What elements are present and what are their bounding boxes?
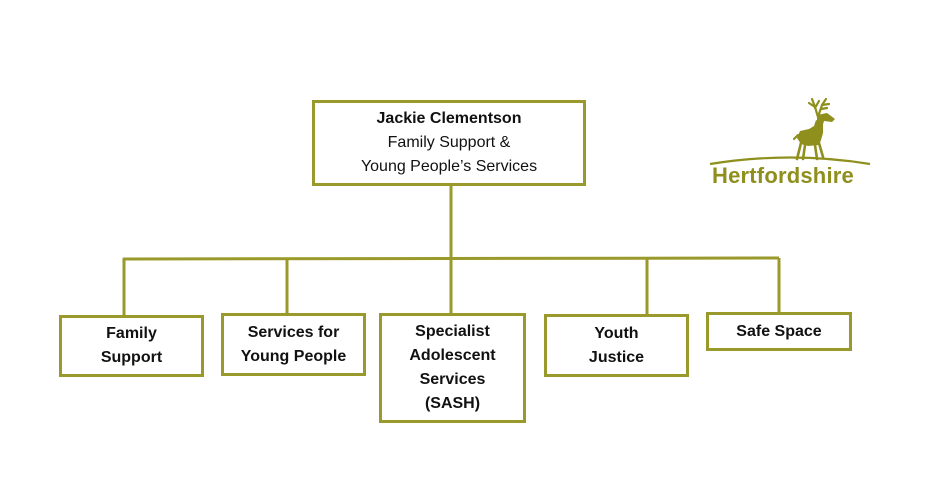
root-node-title-line-1: Family Support & bbox=[387, 134, 511, 151]
child-node-family-support: Family Support bbox=[59, 315, 204, 377]
child-node-label-line: (SASH) bbox=[424, 395, 481, 412]
child-node-label-line: Family bbox=[106, 325, 157, 342]
child-node-label-line: Adolescent bbox=[409, 347, 496, 364]
child-node-label-line: Young People bbox=[240, 347, 347, 365]
hertfordshire-logo bbox=[709, 97, 871, 166]
root-node-name: Jackie Clementson bbox=[376, 110, 522, 127]
child-node-label-line: Services for bbox=[247, 323, 340, 341]
child-node-label-line: Youth bbox=[594, 324, 639, 342]
child-node-label-line: Safe Space bbox=[736, 322, 822, 340]
root-node-box: Jackie Clementson Family Support & Young… bbox=[312, 100, 586, 186]
stag-icon bbox=[709, 97, 871, 166]
child-node-sash: Specialist Adolescent Services (SASH) bbox=[379, 313, 526, 423]
child-node-label-line: Support bbox=[100, 349, 163, 366]
root-node-title-line-2: Young People’s Services bbox=[360, 158, 538, 175]
child-node-label-line: Specialist bbox=[415, 323, 490, 340]
logo-wordmark: Hertfordshire bbox=[712, 163, 854, 188]
child-node-safe-space: Safe Space bbox=[706, 312, 852, 351]
child-node-services-for-young-people: Services for Young People bbox=[221, 313, 366, 376]
child-node-youth-justice: Youth Justice bbox=[544, 314, 689, 377]
child-node-label-line: Services bbox=[419, 371, 486, 388]
child-node-label-line: Justice bbox=[588, 348, 645, 366]
